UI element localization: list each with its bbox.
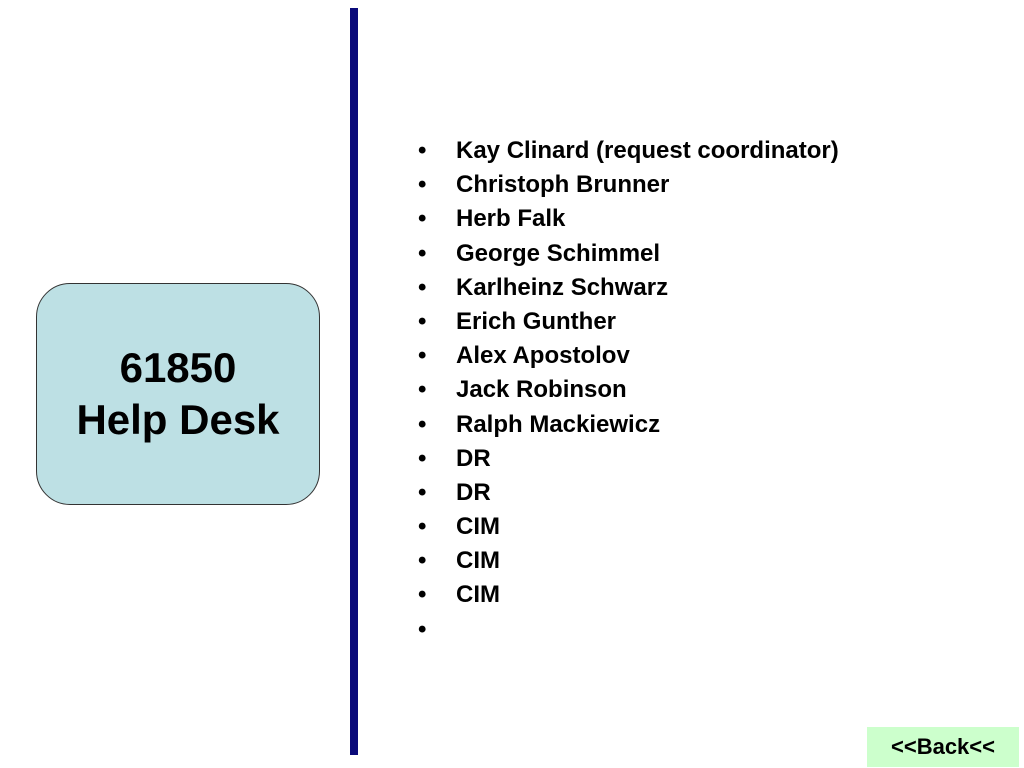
bullet-icon: • xyxy=(418,513,427,541)
bullet-icon: • xyxy=(418,273,427,301)
list-item-text: CIM xyxy=(456,581,500,609)
list-item-text: DR xyxy=(456,478,491,506)
title-text: Help Desk xyxy=(76,396,280,443)
list-item-text: CIM xyxy=(456,513,500,541)
bullet-icon: • xyxy=(418,581,427,609)
list-item-text: Ralph Mackiewicz xyxy=(456,410,661,438)
bullet-icon: • xyxy=(418,376,427,404)
bullet-icon: • xyxy=(418,137,427,164)
list-item-text: CIM xyxy=(456,547,500,575)
title-box: 61850 Help Desk xyxy=(36,283,320,505)
back-button[interactable]: <<Back<< xyxy=(867,727,1019,767)
bullet-icon: • xyxy=(418,171,427,199)
list-item-text: Erich Gunther xyxy=(456,307,617,335)
bullet-icon: • xyxy=(418,342,427,370)
list-item-text: Kay Clinard (request coordinator) xyxy=(456,137,839,164)
list-item-text: DR xyxy=(456,444,491,472)
list-item-text: Jack Robinson xyxy=(456,376,627,404)
list-item-text: Herb Falk xyxy=(456,205,566,233)
bullet-icon: • xyxy=(418,615,427,643)
bullet-icon: • xyxy=(418,307,427,335)
bullet-icon: • xyxy=(418,205,427,233)
list-item-text: Karlheinz Schwarz xyxy=(456,273,669,301)
vertical-divider xyxy=(350,8,358,755)
bullet-icon: • xyxy=(418,410,427,438)
list-item-text: Christoph Brunner xyxy=(456,171,670,199)
bullet-icon: • xyxy=(418,478,427,506)
bullet-icon: • xyxy=(418,444,427,472)
list-item-text: George Schimmel xyxy=(456,239,661,267)
title-number: 61850 xyxy=(119,344,237,391)
list-item-text: Alex Apostolov xyxy=(456,342,630,370)
bullet-icon: • xyxy=(418,239,427,267)
bullet-icon: • xyxy=(418,547,427,575)
